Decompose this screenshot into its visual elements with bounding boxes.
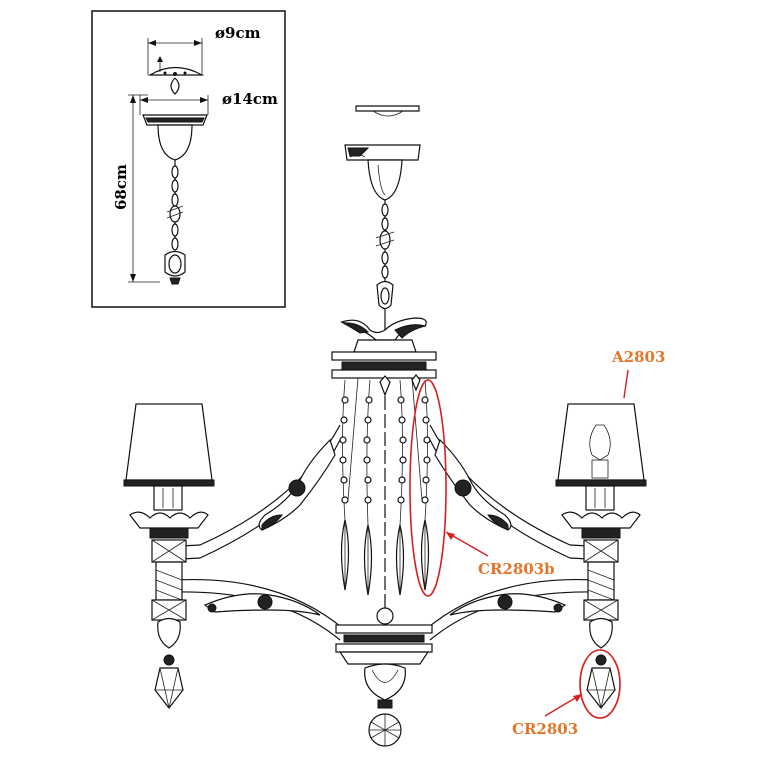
chandelier-body <box>123 105 647 747</box>
label-shade: A2803 <box>611 348 665 366</box>
left-candle-assembly <box>123 403 215 709</box>
highlight-crystal-drop <box>579 649 621 719</box>
dim-top-diameter: ø9cm <box>215 24 261 42</box>
callouts: A2803 CR2803b CR2803 <box>409 348 665 738</box>
inset-chain <box>166 160 184 251</box>
dimension-inset: ø9cm ø14cm 68cm <box>91 10 286 308</box>
right-candle-assembly <box>555 403 647 709</box>
dim-height: 68cm <box>112 164 130 210</box>
highlight-crystal-strand <box>409 379 447 597</box>
label-crystal-strand: CR2803b <box>478 560 555 578</box>
label-crystal-drop: CR2803 <box>512 720 578 738</box>
crystal-strands <box>339 374 431 596</box>
dim-mid-diameter: ø14cm <box>222 90 278 108</box>
